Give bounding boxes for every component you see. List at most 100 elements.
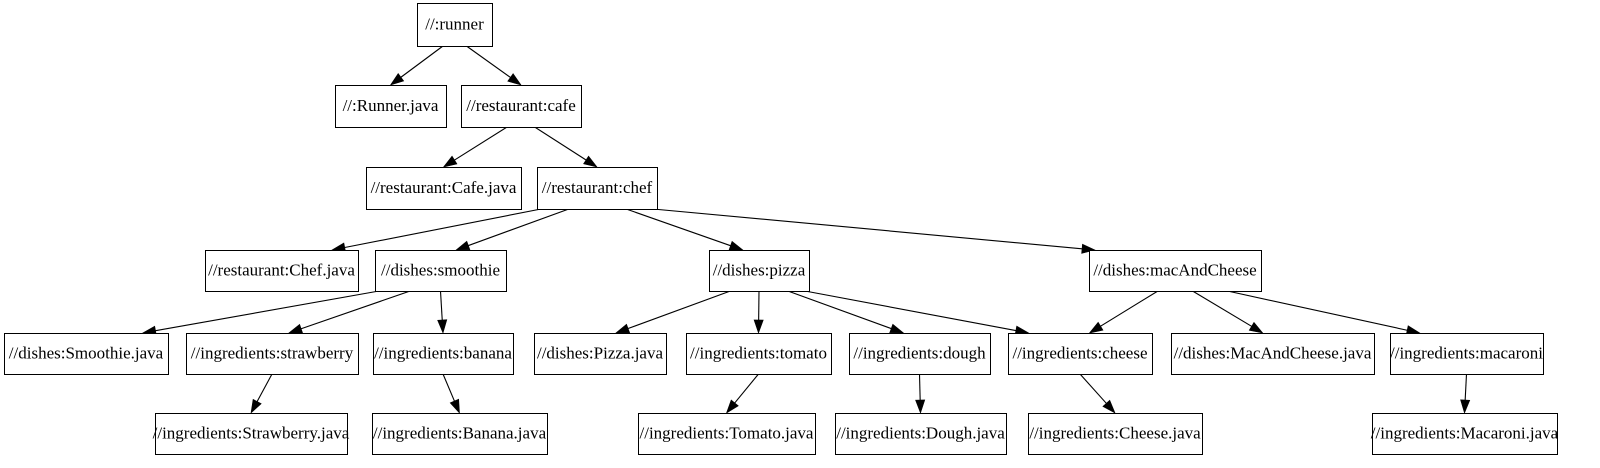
node-label: //ingredients:dough <box>853 343 986 362</box>
graph-node[interactable]: //dishes:pizza <box>709 250 810 292</box>
graph-edge <box>753 290 764 334</box>
graph-edge <box>1460 373 1471 414</box>
node-box[interactable] <box>1372 413 1558 455</box>
edge-arrowhead-icon <box>455 240 471 251</box>
graph-node[interactable]: //dishes:Smoothie.java <box>4 333 169 375</box>
node-box[interactable] <box>638 413 816 455</box>
node-box[interactable] <box>849 333 991 375</box>
edge-arrowhead-icon <box>1460 399 1471 414</box>
node-label: //dishes:MacAndCheese.java <box>1174 343 1372 362</box>
node-label: //dishes:pizza <box>713 260 806 279</box>
graph-edge <box>652 208 1096 254</box>
graph-edge <box>437 290 448 334</box>
node-label: //:Runner.java <box>343 96 439 115</box>
node-box[interactable] <box>1089 250 1262 292</box>
edge-arrowhead-icon <box>728 240 744 251</box>
node-box[interactable] <box>205 250 359 292</box>
node-label: //ingredients:tomato <box>690 343 827 362</box>
graph-node[interactable]: //restaurant:Cafe.java <box>366 167 522 210</box>
node-box[interactable] <box>1171 333 1375 375</box>
graph-edge <box>331 208 542 253</box>
node-box[interactable] <box>537 167 658 210</box>
graph-edge <box>250 373 273 414</box>
node-box[interactable] <box>534 333 667 375</box>
graph-node[interactable]: //ingredients:Strawberry.java <box>153 413 350 455</box>
graph-node[interactable]: //ingredients:Cheese.java <box>1028 413 1203 455</box>
node-box[interactable] <box>1008 333 1153 375</box>
graph-node[interactable]: //restaurant:chef <box>537 167 658 210</box>
graph-node[interactable]: //ingredients:dough <box>849 333 991 375</box>
node-box[interactable] <box>686 333 832 375</box>
edge-arrowhead-icon <box>1088 321 1104 334</box>
graph-node[interactable]: //ingredients:Tomato.java <box>638 413 816 455</box>
node-box[interactable] <box>373 333 514 375</box>
edge-arrowhead-icon <box>889 323 905 334</box>
node-box[interactable] <box>4 333 169 375</box>
graph-node[interactable]: //ingredients:macaroni <box>1390 333 1544 375</box>
graph-node[interactable]: //dishes:MacAndCheese.java <box>1171 333 1375 375</box>
node-label: //dishes:Smoothie.java <box>9 343 164 362</box>
node-box[interactable] <box>709 250 810 292</box>
graph-node[interactable]: //:runner <box>417 3 493 47</box>
node-label: //ingredients:Cheese.java <box>1029 423 1201 442</box>
edge-arrowhead-icon <box>583 155 598 168</box>
edge-arrowhead-icon <box>725 399 739 414</box>
graph-node[interactable]: //ingredients:banana <box>373 333 514 375</box>
graph-node[interactable]: //dishes:Pizza.java <box>534 333 667 375</box>
node-box[interactable] <box>366 167 522 210</box>
graph-edge <box>389 45 444 86</box>
node-box[interactable] <box>375 250 507 292</box>
graph-node[interactable]: //dishes:macAndCheese <box>1089 250 1262 292</box>
graph-node[interactable]: //restaurant:cafe <box>461 85 582 128</box>
graph-edge <box>915 373 926 414</box>
graph-edge <box>804 290 1030 336</box>
node-box[interactable] <box>1028 413 1203 455</box>
node-label: //ingredients:Banana.java <box>373 423 547 442</box>
node-label: //restaurant:cafe <box>466 96 576 115</box>
graph-node[interactable]: //ingredients:strawberry <box>186 333 359 375</box>
graph-edge <box>1088 290 1159 334</box>
node-label: //ingredients:banana <box>374 343 512 362</box>
graph-node[interactable]: //dishes:smoothie <box>375 250 507 292</box>
node-label: //ingredients:Dough.java <box>836 423 1005 442</box>
node-label: //ingredients:Strawberry.java <box>153 423 350 442</box>
node-layer: //:runner //:Runner.java //restaurant:cafe… <box>4 3 1559 455</box>
graph-edge <box>442 373 460 414</box>
node-label: //ingredients:strawberry <box>191 343 354 362</box>
node-label: //restaurant:Cafe.java <box>371 178 517 197</box>
graph-node[interactable]: //:Runner.java <box>335 85 447 128</box>
node-label: //ingredients:cheese <box>1012 343 1147 362</box>
graph-node[interactable]: //ingredients:Dough.java <box>835 413 1007 455</box>
graph-edge <box>625 208 744 251</box>
edge-arrowhead-icon <box>507 73 522 86</box>
edge-arrowhead-icon <box>287 323 304 334</box>
graph-edge <box>466 45 522 86</box>
node-box[interactable] <box>335 85 447 128</box>
node-box[interactable] <box>417 3 493 47</box>
node-box[interactable] <box>186 333 359 375</box>
edge-arrowhead-icon <box>437 319 448 334</box>
node-box[interactable] <box>461 85 582 128</box>
edge-arrowhead-icon <box>915 399 926 414</box>
graph-edge <box>787 290 905 334</box>
graph-edge <box>442 126 508 168</box>
graph-edge <box>615 290 731 334</box>
edge-arrowhead-icon <box>615 323 631 334</box>
graph-node[interactable]: //restaurant:Chef.java <box>205 250 359 292</box>
graph-edge <box>1192 290 1264 334</box>
graph-node[interactable]: //ingredients:Banana.java <box>372 413 548 455</box>
graph-node[interactable]: //ingredients:tomato <box>686 333 832 375</box>
node-box[interactable] <box>1390 333 1544 375</box>
node-label: //restaurant:chef <box>542 178 653 197</box>
node-label: //:runner <box>425 14 484 33</box>
graph-node[interactable]: //ingredients:cheese <box>1008 333 1153 375</box>
node-box[interactable] <box>155 413 348 455</box>
node-box[interactable] <box>372 413 548 455</box>
edge-arrowhead-icon <box>389 73 405 86</box>
edge-arrowhead-icon <box>250 398 262 414</box>
graph-edge <box>455 208 570 251</box>
node-box[interactable] <box>835 413 1007 455</box>
graph-edge <box>287 290 411 334</box>
graph-node[interactable]: //ingredients:Macaroni.java <box>1371 413 1559 455</box>
